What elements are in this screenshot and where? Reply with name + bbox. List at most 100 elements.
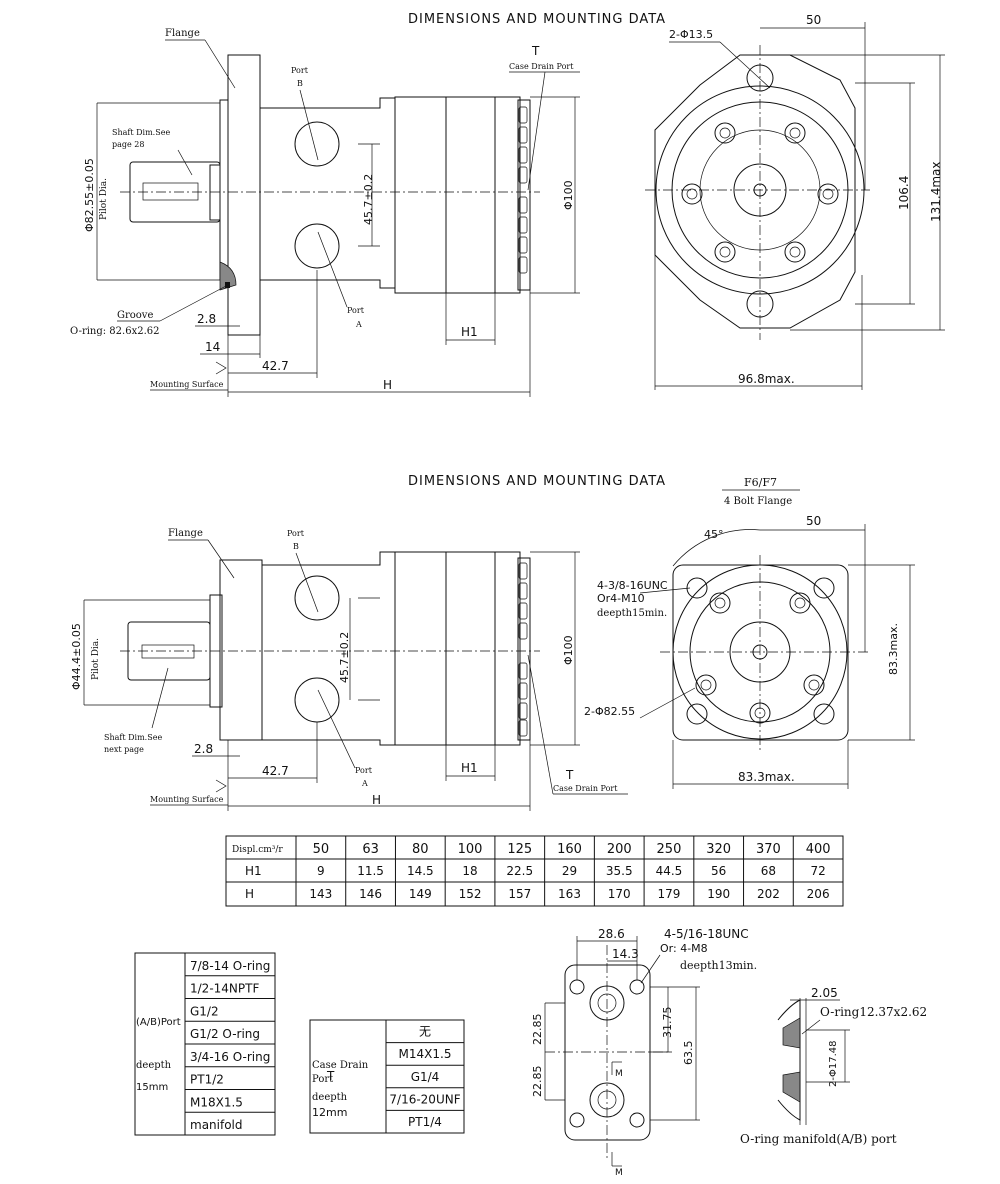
bottom-port-spacing: 45.7±0.2 bbox=[338, 632, 351, 683]
table-cell-h: 157 bbox=[508, 887, 531, 901]
bottom-h: H bbox=[372, 793, 381, 807]
top-dim-131-4: 131.4max bbox=[929, 162, 943, 223]
drain-option: G1/4 bbox=[411, 1070, 440, 1084]
top-shaft-note-1: Shaft Dim.See bbox=[112, 128, 170, 137]
oring-spec: O-ring12.37x2.62 bbox=[820, 1005, 927, 1019]
manifold-m-label-a: M bbox=[615, 1069, 623, 1079]
top-port-a-label: Port bbox=[347, 306, 365, 315]
top-dim-14: 14 bbox=[205, 340, 220, 354]
top-case-drain: Case Drain Port bbox=[509, 62, 574, 71]
top-shaft-note-2: page 28 bbox=[112, 140, 144, 149]
bottom-case-drain: Case Drain Port bbox=[553, 784, 618, 793]
table-cell-h1: 9 bbox=[317, 864, 325, 878]
top-port-spacing: 45.7±0.2 bbox=[362, 174, 375, 225]
port-table-label-2: deepth bbox=[136, 1060, 172, 1071]
bottom-shaft-note-1: Shaft Dim.See bbox=[104, 733, 162, 742]
bottom-port-block bbox=[261, 551, 396, 746]
drain-table-label-1: T bbox=[326, 1069, 335, 1083]
oring-caption: O-ring manifold(A/B) port bbox=[740, 1132, 897, 1146]
table-cell-h: 206 bbox=[807, 887, 830, 901]
bottom-port-b-label: Port bbox=[287, 529, 305, 538]
bottom-dim-2-8: 2.8 bbox=[194, 742, 213, 756]
bottom-flange-label: Flange bbox=[168, 528, 203, 539]
top-dim-50: 50 bbox=[806, 13, 821, 27]
bottom-flange-plate bbox=[219, 559, 263, 741]
top-pilot bbox=[219, 99, 229, 281]
top-motor-body bbox=[394, 96, 521, 294]
table-col-header: 200 bbox=[607, 842, 632, 857]
manifold-bolt-spec-2: Or: 4-M8 bbox=[660, 942, 708, 955]
table-cell-h: 202 bbox=[757, 887, 780, 901]
manifold-dim-31-75: 31.75 bbox=[661, 1007, 674, 1039]
bottom-f6f7: F6/F7 bbox=[744, 476, 777, 489]
top-shaft-key bbox=[142, 182, 199, 201]
table-header-displ: Displ.cm³/r bbox=[232, 845, 283, 855]
drain-option: PT1/4 bbox=[408, 1115, 442, 1129]
drain-option: 无 bbox=[419, 1025, 431, 1039]
top-bolt-heads bbox=[518, 106, 528, 274]
table-cell-h: 143 bbox=[309, 887, 332, 901]
manifold-body bbox=[564, 964, 651, 1141]
bottom-bolt-spec-1: 4-3/8-16UNC bbox=[597, 579, 668, 592]
bottom-side-view: Flange Φ44.4±0.05 Pilot Dia. Port B Port… bbox=[70, 528, 628, 811]
table-col-header: 400 bbox=[806, 842, 831, 857]
bottom-bolt-heads bbox=[518, 562, 528, 737]
table-col-header: 320 bbox=[706, 842, 731, 857]
oring-detail: 2.05 O-ring12.37x2.62 2-Φ17.48 O-ring ma… bbox=[740, 986, 927, 1146]
bottom-shaft-key bbox=[141, 644, 195, 659]
displacement-table: Displ.cm³/r H1 H 5091436311.51468014.514… bbox=[225, 835, 844, 907]
bottom-corner-holes bbox=[686, 577, 835, 725]
table-cell-h: 152 bbox=[459, 887, 482, 901]
port-option: 7/8-14 O-ring bbox=[190, 959, 270, 973]
top-oring: O-ring: 82.6x2.62 bbox=[70, 326, 159, 337]
table-cell-h1: 35.5 bbox=[606, 864, 633, 878]
table-cell-h1: 11.5 bbox=[357, 864, 384, 878]
table-col-header: 160 bbox=[557, 842, 582, 857]
table-col-header: 50 bbox=[313, 842, 330, 857]
top-shaft-collar bbox=[209, 164, 221, 221]
port-option: G1/2 O-ring bbox=[190, 1027, 260, 1041]
top-side-view: Flange Shaft Dim.See page 28 Φ82.55±0.05… bbox=[70, 28, 580, 397]
port-option: M18X1.5 bbox=[190, 1095, 243, 1109]
table-cell-h1: 68 bbox=[761, 864, 776, 878]
table-header-h1: H1 bbox=[245, 864, 262, 878]
bottom-mounting-surface: Mounting Surface bbox=[150, 795, 224, 804]
bottom-port-a-label: Port bbox=[355, 766, 373, 775]
top-port-a-circle bbox=[294, 223, 340, 269]
bottom-section: DIMENSIONS AND MOUNTING DATA bbox=[70, 474, 915, 811]
top-port-a-letter: A bbox=[355, 320, 362, 329]
manifold-dim-22-85-b: 22.85 bbox=[531, 1066, 544, 1098]
top-end-cap bbox=[517, 99, 531, 291]
top-pilot-dia: Φ82.55±0.05 bbox=[83, 158, 96, 232]
top-h1: H1 bbox=[461, 325, 478, 339]
top-h: H bbox=[383, 378, 392, 392]
manifold-dim-28-6: 28.6 bbox=[598, 927, 625, 941]
top-groove: Groove bbox=[117, 310, 153, 321]
oring-dim-2-05: 2.05 bbox=[811, 986, 838, 1000]
table-col-header: 250 bbox=[657, 842, 682, 857]
bottom-bolt-flange: 4 Bolt Flange bbox=[724, 496, 792, 507]
top-port-b-label: Port bbox=[291, 66, 309, 75]
table-cell-h: 190 bbox=[707, 887, 730, 901]
drain-table-label-5: 12mm bbox=[312, 1106, 347, 1119]
bottom-shaft-note-2: next page bbox=[104, 745, 144, 754]
manifold-dim-14-3: 14.3 bbox=[612, 947, 639, 961]
drain-table-label-2: Case Drain bbox=[312, 1060, 369, 1071]
table-cell-h1: 22.5 bbox=[506, 864, 533, 878]
table-col-header: 63 bbox=[362, 842, 379, 857]
port-option: 3/4-16 O-ring bbox=[190, 1050, 270, 1064]
bottom-h1: H1 bbox=[461, 761, 478, 775]
top-front-bolts bbox=[681, 122, 839, 263]
top-pilot-label: Pilot Dia. bbox=[99, 178, 109, 220]
manifold-dim-22-85-a: 22.85 bbox=[531, 1014, 544, 1046]
table-cell-h1: 44.5 bbox=[656, 864, 683, 878]
bottom-port-b-letter: B bbox=[293, 542, 299, 551]
bottom-pilot-label: Pilot Dia. bbox=[91, 638, 101, 680]
bottom-bolt-spec-3: deepth15min. bbox=[597, 608, 667, 619]
oring-section-outline bbox=[777, 999, 801, 1121]
oring-dia: 2-Φ17.48 bbox=[828, 1041, 839, 1087]
table-cell-h1: 56 bbox=[711, 864, 726, 878]
table-cell-h: 163 bbox=[558, 887, 581, 901]
